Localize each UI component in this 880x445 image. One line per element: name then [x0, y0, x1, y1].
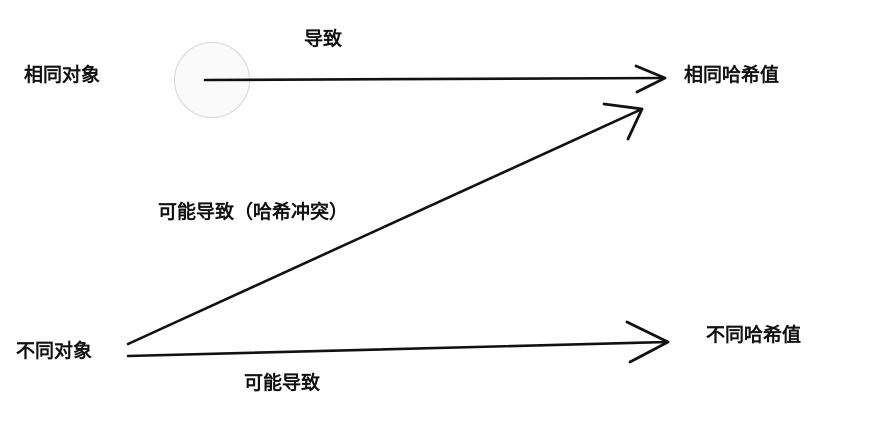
arrow-different-object-to-different-hash [126, 320, 670, 364]
node-different-hash: 不同哈希值 [706, 324, 802, 346]
node-different-object: 不同对象 [16, 340, 93, 362]
arrow-same-object-to-same-hash [203, 64, 667, 94]
edge-label-same-to-same: 导致 [304, 28, 343, 50]
edge-label-different-to-different: 可能导致 [244, 372, 321, 394]
node-same-hash: 相同哈希值 [684, 64, 780, 86]
node-same-object: 相同对象 [24, 64, 101, 86]
arrow-different-object-to-same-hash [126, 102, 644, 346]
edge-label-different-to-same: 可能导致（哈希冲突） [158, 201, 349, 223]
